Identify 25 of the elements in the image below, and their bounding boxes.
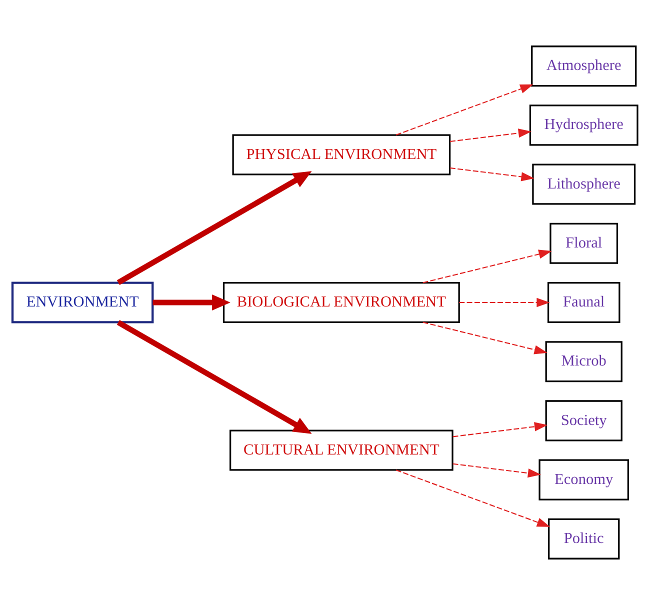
arrow (116, 320, 312, 434)
arrow (396, 469, 550, 526)
node-box: Economy (538, 458, 629, 500)
node-box: ENVIRONMENT (11, 281, 154, 323)
arrow (396, 84, 534, 135)
arrow (152, 294, 230, 310)
arrow (452, 422, 548, 437)
node-box: Politic (548, 518, 620, 559)
arrow (422, 249, 552, 283)
node-box: BIOLOGICAL ENVIRONMENT (222, 281, 460, 323)
node-box: Lithosphere (532, 163, 636, 204)
node-box: CULTURAL ENVIRONMENT (230, 429, 454, 470)
node-box: Society (545, 400, 622, 441)
arrow (459, 297, 550, 307)
node-box: PHYSICAL ENVIRONMENT (232, 134, 451, 175)
arrow (450, 166, 534, 181)
arrow (422, 321, 548, 354)
node-box: Faunal (547, 281, 620, 323)
node-box: Floral (550, 222, 618, 264)
node-box: Atmosphere (531, 45, 637, 86)
arrow (116, 170, 312, 284)
arrow (452, 462, 542, 478)
node-box: Hydrosphere (529, 104, 638, 146)
node-box: Microb (545, 340, 622, 382)
arrow (450, 128, 532, 142)
